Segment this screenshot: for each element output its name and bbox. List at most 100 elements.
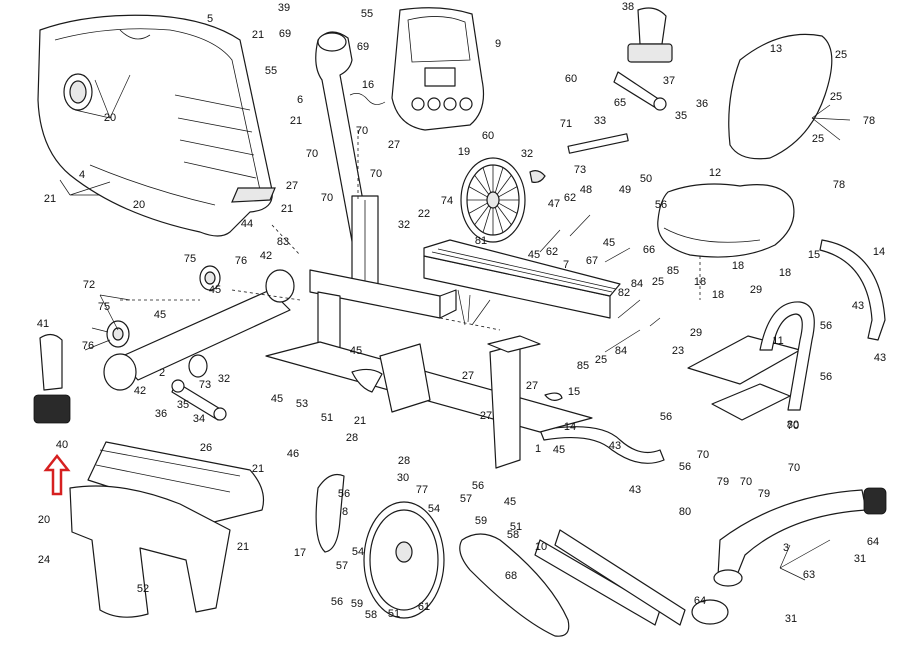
callout-label-44: 44 xyxy=(241,218,253,230)
callout-label-80: 80 xyxy=(787,419,799,431)
part-flywheel xyxy=(460,157,526,243)
callout-label-54: 54 xyxy=(352,546,364,558)
callout-label-57: 57 xyxy=(460,493,472,505)
callout-label-77: 77 xyxy=(416,484,428,496)
callout-label-9: 9 xyxy=(495,38,501,50)
callout-label-15: 15 xyxy=(568,386,580,398)
callout-label-76: 76 xyxy=(235,255,247,267)
callout-label-27: 27 xyxy=(462,370,474,382)
callout-label-14: 14 xyxy=(873,246,885,258)
callout-label-43: 43 xyxy=(629,484,641,496)
part-pedal-right xyxy=(613,7,673,111)
callout-label-35: 35 xyxy=(675,110,687,122)
callout-label-32: 32 xyxy=(218,373,230,385)
callout-label-81: 81 xyxy=(475,235,487,247)
callout-label-70: 70 xyxy=(740,476,752,488)
callout-label-56: 56 xyxy=(472,480,484,492)
callout-label-18: 18 xyxy=(694,276,706,288)
callout-label-79: 79 xyxy=(758,488,770,500)
callout-label-42: 42 xyxy=(260,250,272,262)
callout-label-62: 62 xyxy=(546,246,558,258)
callout-label-40: 40 xyxy=(56,439,68,451)
callout-label-55: 55 xyxy=(265,65,277,77)
callout-label-43: 43 xyxy=(874,352,886,364)
part-seat-rail xyxy=(687,301,815,421)
part-stabilizer-tubes xyxy=(534,529,686,626)
callout-label-45: 45 xyxy=(603,237,615,249)
callout-label-45: 45 xyxy=(271,393,283,405)
part-axle xyxy=(529,133,629,183)
callout-label-18: 18 xyxy=(779,267,791,279)
callout-label-70: 70 xyxy=(697,449,709,461)
callout-label-20: 20 xyxy=(133,199,145,211)
callout-label-2: 2 xyxy=(159,367,165,379)
callout-label-25: 25 xyxy=(812,133,824,145)
callout-label-54: 54 xyxy=(428,503,440,515)
callout-label-59: 59 xyxy=(475,515,487,527)
callout-label-68: 68 xyxy=(505,570,517,582)
callout-label-31: 31 xyxy=(854,553,866,565)
callout-label-25: 25 xyxy=(595,354,607,366)
callout-label-43: 43 xyxy=(852,300,864,312)
callout-label-23: 23 xyxy=(672,345,684,357)
part-drive-belt xyxy=(459,533,570,637)
part-left-shroud xyxy=(37,14,276,237)
callout-label-21: 21 xyxy=(290,115,302,127)
callout-label-70: 70 xyxy=(356,125,368,137)
callout-label-24: 24 xyxy=(38,554,50,566)
callout-label-15: 15 xyxy=(808,249,820,261)
callout-label-82: 82 xyxy=(618,287,630,299)
callout-label-14: 14 xyxy=(564,421,576,433)
callout-label-52: 52 xyxy=(137,583,149,595)
callout-label-6: 6 xyxy=(297,94,303,106)
callout-label-18: 18 xyxy=(732,260,744,272)
part-pulley xyxy=(106,320,208,378)
callout-label-56: 56 xyxy=(820,371,832,383)
callout-label-46: 46 xyxy=(287,448,299,460)
callout-label-1: 1 xyxy=(535,443,541,455)
callout-label-51: 51 xyxy=(321,412,333,424)
callout-label-12: 12 xyxy=(709,167,721,179)
callout-label-59: 59 xyxy=(351,598,363,610)
leader-lines xyxy=(59,74,851,581)
callout-label-10: 10 xyxy=(535,541,547,553)
callout-label-16: 16 xyxy=(362,79,374,91)
callout-label-72: 72 xyxy=(83,279,95,291)
callout-label-57: 57 xyxy=(336,560,348,572)
callout-label-64: 64 xyxy=(867,536,879,548)
callout-label-3: 3 xyxy=(783,542,789,554)
callout-label-67: 67 xyxy=(586,255,598,267)
callout-label-61: 61 xyxy=(418,601,430,613)
callout-label-29: 29 xyxy=(690,327,702,339)
part-main-frame xyxy=(265,269,593,469)
callout-label-41: 41 xyxy=(37,318,49,330)
callout-label-27: 27 xyxy=(286,180,298,192)
callout-label-56: 56 xyxy=(679,461,691,473)
callout-label-26: 26 xyxy=(200,442,212,454)
callout-label-79: 79 xyxy=(717,476,729,488)
callout-label-58: 58 xyxy=(365,609,377,621)
callout-label-83: 83 xyxy=(277,236,289,248)
callout-label-49: 49 xyxy=(619,184,631,196)
callout-label-60: 60 xyxy=(565,73,577,85)
callout-label-60: 60 xyxy=(482,130,494,142)
callout-label-70: 70 xyxy=(787,420,799,432)
callout-label-21: 21 xyxy=(252,463,264,475)
callout-label-45: 45 xyxy=(528,249,540,261)
callout-label-28: 28 xyxy=(346,432,358,444)
callout-label-51: 51 xyxy=(510,521,522,533)
part-seat-back xyxy=(728,33,833,160)
callout-label-7: 7 xyxy=(563,259,569,271)
part-pedal-left xyxy=(33,333,71,424)
callout-label-56: 56 xyxy=(655,199,667,211)
callout-label-80: 80 xyxy=(679,506,691,518)
callout-label-4: 4 xyxy=(79,169,85,181)
callout-label-70: 70 xyxy=(321,192,333,204)
callout-label-25: 25 xyxy=(652,276,664,288)
part-crank-tube xyxy=(103,265,295,391)
callout-label-69: 69 xyxy=(279,28,291,40)
part-crank-arm xyxy=(171,379,227,421)
part-rail xyxy=(423,239,621,319)
